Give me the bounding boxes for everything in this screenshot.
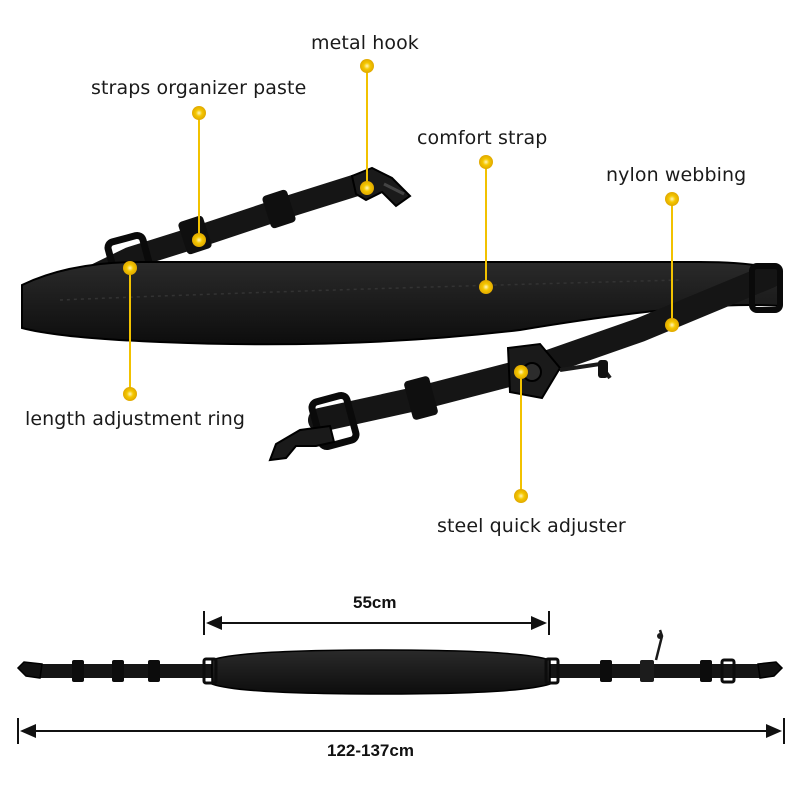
- comfort-pad-flat: [211, 649, 551, 695]
- label-length-adjustment-ring: length adjustment ring: [25, 408, 246, 430]
- lower-metal-hook: [268, 424, 336, 462]
- strap-keeper: [262, 189, 296, 229]
- strap-keeper: [404, 376, 438, 420]
- label-nylon-webbing: nylon webbing: [606, 164, 747, 186]
- callouts: [123, 59, 679, 503]
- left-end-hook: [16, 661, 43, 679]
- comfort-pad: [21, 261, 784, 346]
- sling-length-view: [16, 611, 785, 744]
- label-metal-hook: metal hook: [311, 32, 419, 54]
- right-end-hook: [757, 661, 784, 679]
- label-steel-quick-adjuster: steel quick adjuster: [437, 515, 626, 537]
- dimension-total-length: 122-137cm: [327, 741, 414, 760]
- label-comfort-strap: comfort strap: [417, 127, 548, 149]
- label-straps-organizer-paste: straps organizer paste: [91, 77, 307, 99]
- dimension-pad-length: 55cm: [353, 593, 397, 612]
- lower-adjustment-ring: [308, 391, 360, 451]
